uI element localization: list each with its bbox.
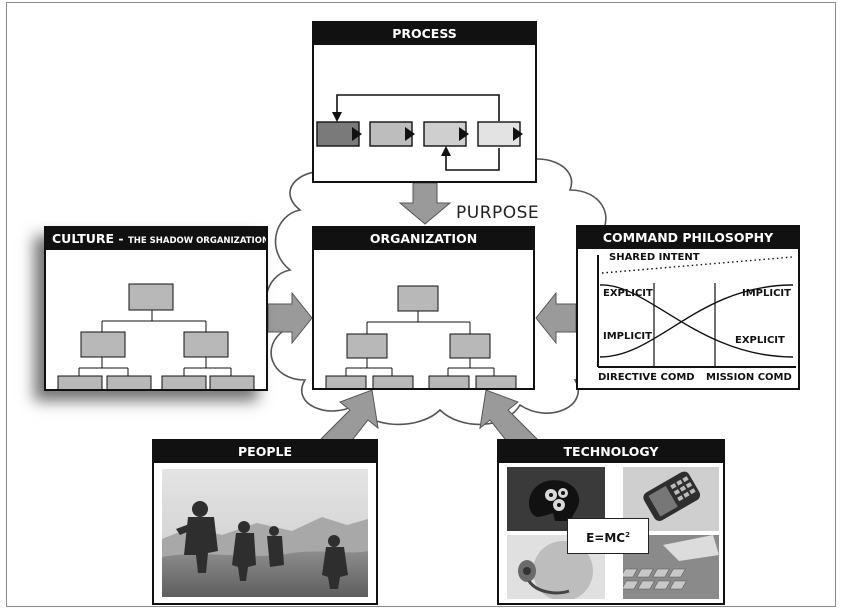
culture-box-bottom-1 [57, 375, 103, 389]
formula-superscript: 2 [625, 531, 630, 539]
process-title: PROCESS [314, 23, 535, 45]
organization-panel: ORGANIZATION [312, 226, 535, 390]
process-flow [316, 94, 523, 171]
culture-org-chart [57, 283, 255, 389]
culture-title-separator: - [114, 231, 128, 246]
process-loop-top-arrowhead [332, 112, 342, 122]
explicit-curve [599, 284, 794, 358]
explicit-right-label: EXPLICIT [735, 335, 785, 346]
process-loop-top [336, 94, 500, 121]
process-step-4-arrow [513, 127, 523, 141]
process-step-1-arrow [352, 127, 362, 141]
people-panel: PEOPLE [152, 439, 378, 605]
soldiers-photo [162, 469, 368, 597]
culture-box-bottom-4 [209, 375, 255, 389]
process-step-2-arrow [405, 127, 415, 141]
process-loop-bottom-arrowhead [441, 146, 451, 156]
arrow-process-to-organization [398, 182, 452, 225]
process-panel: PROCESS [312, 21, 537, 183]
command-philosophy-chart [597, 255, 796, 368]
org-box-bottom-2 [372, 375, 414, 388]
culture-box-bottom-3 [161, 375, 207, 389]
x-label-mission: MISSION COMD [706, 372, 792, 383]
command-philosophy-title: COMMAND PHILOSOPHY [578, 227, 798, 249]
culture-box-top [128, 283, 174, 311]
culture-box-mid-left [80, 331, 126, 358]
arrow-command-to-organization [535, 291, 577, 345]
org-box-top [397, 285, 439, 312]
org-box-bottom-3 [428, 375, 470, 388]
command-philosophy-panel: COMMAND PHILOSOPHY SHARED INTENT EXPLICI… [576, 225, 800, 390]
culture-title: CULTURE [52, 231, 115, 246]
culture-box-mid-right [183, 331, 229, 358]
technology-panel: TECHNOLOGY [497, 439, 725, 605]
implicit-curve [599, 284, 794, 358]
soldiers-photo-illustration [162, 469, 368, 597]
formula-text: E=MC [586, 531, 626, 545]
organization-chart [325, 285, 517, 388]
culture-panel: CULTURE - THE SHADOW ORGANIZATION [44, 226, 268, 391]
shared-intent-line [601, 256, 794, 274]
org-box-bottom-1 [325, 375, 367, 388]
process-step-3-arrow [459, 127, 469, 141]
org-box-mid-left [346, 333, 388, 359]
organization-title: ORGANIZATION [314, 228, 533, 250]
headset-icon [507, 535, 605, 599]
culture-subtitle: THE SHADOW ORGANIZATION [127, 236, 268, 246]
tech-photo-headset [507, 535, 605, 599]
keyboard-icon [623, 535, 719, 599]
tech-photo-keyboard [623, 535, 719, 599]
culture-box-bottom-2 [106, 375, 152, 389]
implicit-right-label: IMPLICIT [742, 288, 791, 299]
x-label-directive: DIRECTIVE COMD [598, 372, 695, 383]
org-box-mid-right [449, 333, 491, 359]
implicit-left-label: IMPLICIT [603, 331, 652, 342]
arrow-culture-to-organization [267, 291, 313, 345]
culture-title-bar: CULTURE - THE SHADOW ORGANIZATION [46, 228, 266, 250]
people-title: PEOPLE [154, 441, 376, 463]
purpose-label: PURPOSE [456, 203, 540, 223]
org-box-bottom-4 [475, 375, 517, 388]
process-loop-bottom [445, 148, 500, 171]
shared-intent-label: SHARED INTENT [609, 252, 700, 263]
technology-title: TECHNOLOGY [499, 441, 723, 463]
formula-box: E=MC2 [567, 518, 649, 554]
explicit-left-label: EXPLICIT [603, 288, 653, 299]
